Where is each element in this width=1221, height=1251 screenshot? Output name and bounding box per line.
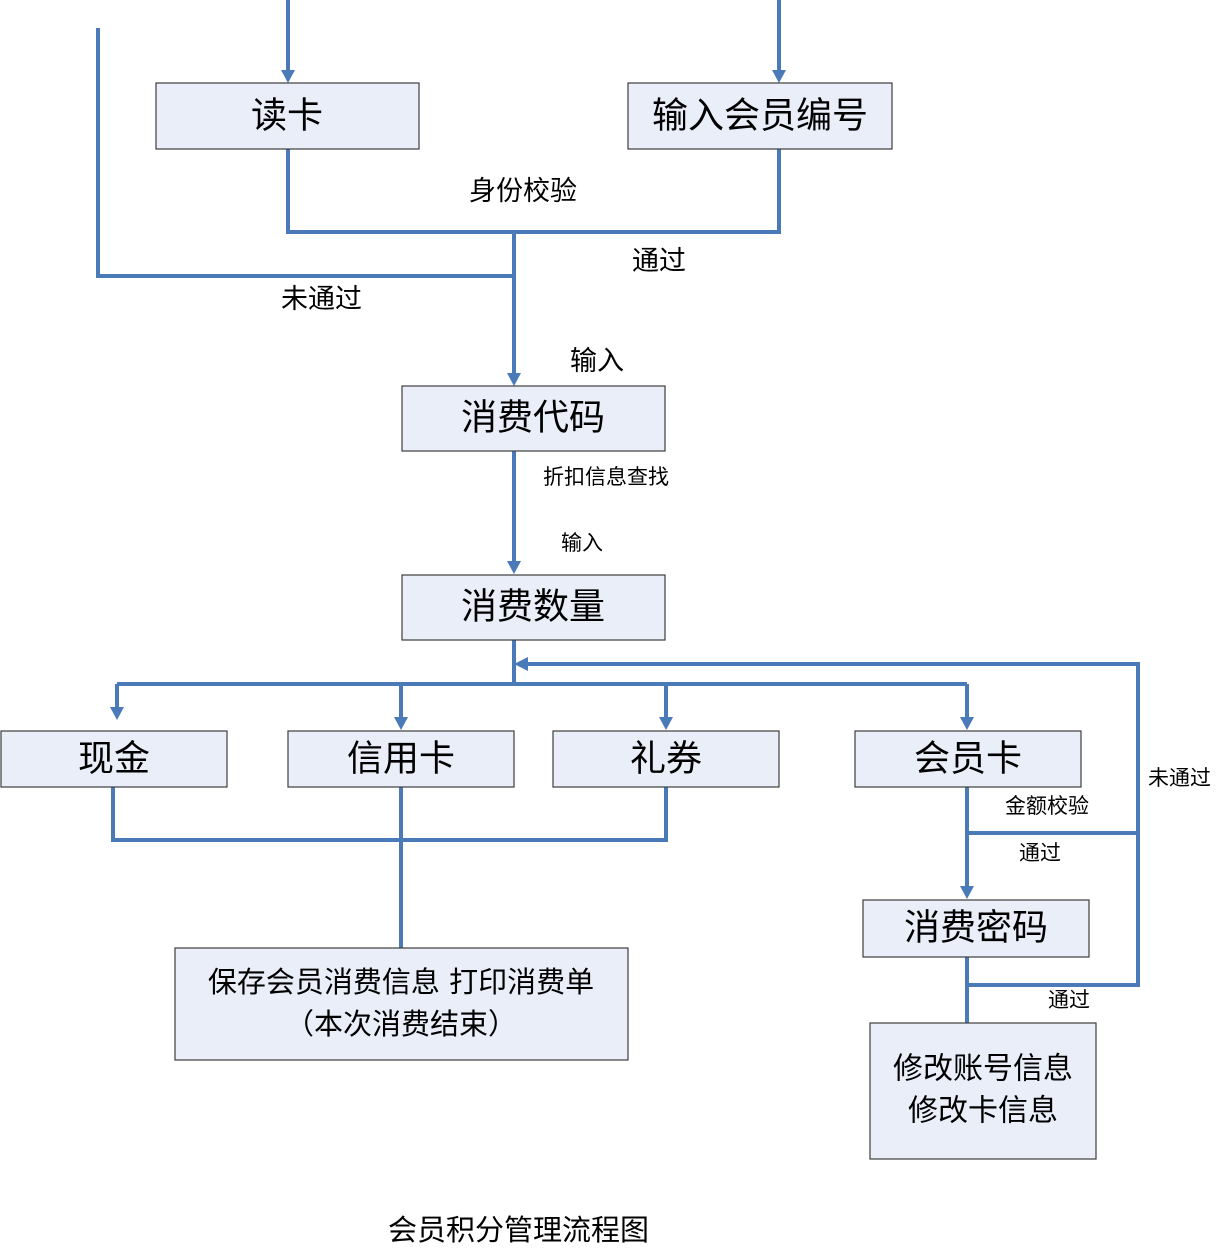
node-cash-label: 现金: [78, 739, 150, 780]
node-consume-qty: 消费数量: [401, 574, 666, 641]
label-pass-amount: 通过: [1019, 841, 1061, 865]
arrow-icon: [110, 707, 124, 720]
arrowheads: [110, 70, 974, 899]
node-consume-password-label: 消费密码: [904, 908, 1048, 949]
node-save-info-line2: （本次消费结束）: [285, 1007, 517, 1041]
node-modify-info-line2: 修改卡信息: [908, 1094, 1058, 1129]
label-pass-password: 通过: [1048, 988, 1090, 1012]
node-consume-qty-label: 消费数量: [461, 587, 605, 628]
connectors: [96, 0, 1140, 1023]
arrow-icon: [960, 717, 974, 730]
node-member-card-label: 会员卡: [914, 739, 1022, 780]
arrow-icon: [507, 561, 521, 574]
arrow-icon: [394, 717, 408, 730]
node-save-info-line1: 保存会员消费信息 打印消费单: [208, 965, 594, 999]
node-credit-card-label: 信用卡: [347, 739, 455, 780]
arrow-icon: [772, 70, 786, 83]
label-fail-amount: 未通过: [1148, 766, 1211, 790]
label-input-code: 输入: [570, 346, 624, 377]
label-identity-check: 身份校验: [469, 176, 577, 207]
arrow-icon: [659, 717, 673, 730]
label-discount-lookup: 折扣信息查找: [543, 465, 669, 489]
arrow-icon: [507, 373, 521, 386]
connector-identity-merge: [286, 149, 781, 234]
node-credit-card: 信用卡: [287, 730, 515, 788]
node-coupon: 礼券: [552, 730, 780, 788]
node-member-card: 会员卡: [854, 730, 1082, 788]
label-amount-check: 金额校验: [1005, 794, 1089, 818]
node-consume-code: 消费代码: [401, 385, 666, 452]
node-cash: 现金: [0, 730, 228, 788]
node-coupon-label: 礼券: [630, 739, 702, 780]
connector-fail-return: [96, 28, 514, 278]
label-fail-identity: 未通过: [281, 284, 362, 315]
arrow-icon: [281, 70, 295, 83]
node-input-member-id: 输入会员编号: [627, 82, 893, 150]
label-pass-identity: 通过: [632, 246, 686, 277]
node-input-member-id-label: 输入会员编号: [652, 96, 868, 137]
node-consume-code-label: 消费代码: [461, 398, 605, 439]
node-modify-info-line1: 修改账号信息: [893, 1052, 1073, 1087]
node-read-card-label: 读卡: [251, 96, 323, 137]
node-modify-info: 修改账号信息 修改卡信息: [869, 1022, 1097, 1160]
node-save-info: 保存会员消费信息 打印消费单 （本次消费结束）: [174, 947, 629, 1061]
node-read-card: 读卡: [155, 82, 420, 150]
arrow-icon: [960, 886, 974, 899]
diagram-caption: 会员积分管理流程图: [388, 1213, 649, 1247]
connector-fail-loop: [525, 662, 1140, 987]
arrow-icon: [514, 657, 528, 671]
node-consume-password: 消费密码: [862, 899, 1090, 958]
label-input-qty: 输入: [561, 531, 603, 555]
connector-payment-merge: [111, 787, 668, 842]
